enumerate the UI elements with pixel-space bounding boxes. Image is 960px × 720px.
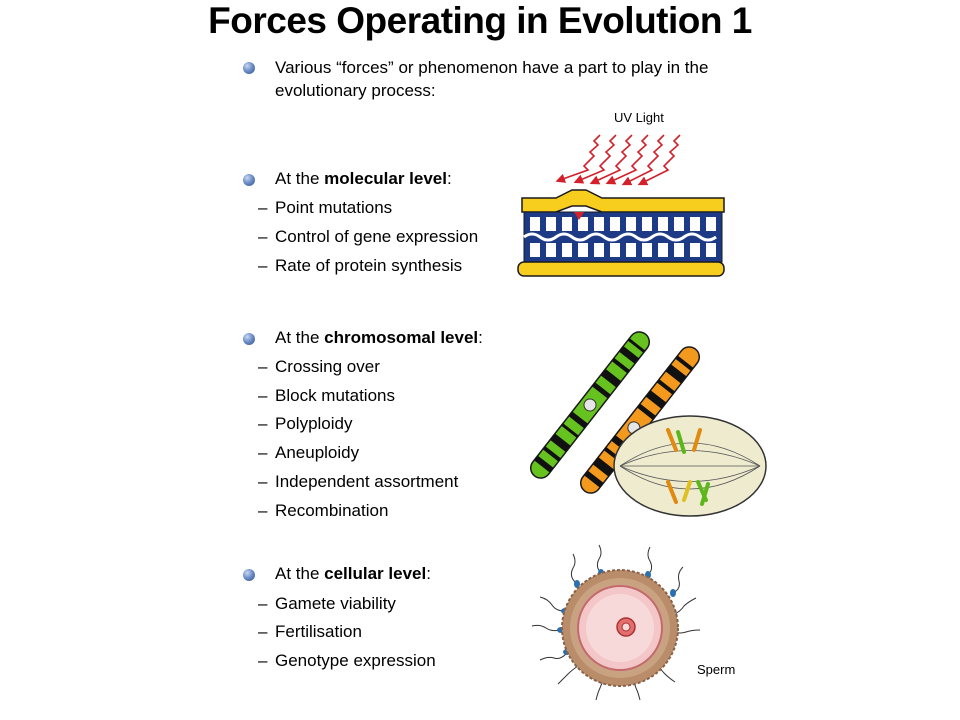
intro-line-2: evolutionary process: — [275, 81, 436, 100]
list-item: –Block mutations — [258, 386, 395, 405]
list-item: –Point mutations — [258, 198, 393, 217]
list-item: –Recombination — [258, 501, 389, 520]
bullet-icon — [243, 62, 255, 74]
bullet-icon — [243, 333, 255, 345]
list-item: –Aneuploidy — [258, 443, 360, 462]
list-item: –Polyploidy — [258, 414, 353, 433]
sperm-label: Sperm — [697, 662, 736, 677]
list-item: –Independent assortment — [258, 472, 459, 491]
list-item: –Crossing over — [258, 357, 380, 376]
uv-light-label: UV Light — [614, 110, 664, 125]
egg-label: Egg — [607, 596, 631, 611]
list-item: –Control of gene expression — [258, 227, 479, 246]
bullet-icon — [243, 174, 255, 186]
section-heading-molecular: At the molecular level: — [275, 169, 452, 188]
section-heading-chromosomal: At the chromosomal level: — [275, 328, 483, 347]
bullet-icon — [243, 569, 255, 581]
slide-title: Forces Operating in Evolution 1 — [208, 0, 752, 41]
list-item: –Gamete viability — [258, 594, 396, 613]
list-item: –Fertilisation — [258, 622, 362, 641]
section-heading-cellular: At the cellular level: — [275, 564, 431, 583]
list-item: –Genotype expression — [258, 651, 436, 670]
intro-line-1: Various “forces” or phenomenon have a pa… — [275, 58, 709, 77]
list-item: –Rate of protein synthesis — [258, 256, 463, 275]
